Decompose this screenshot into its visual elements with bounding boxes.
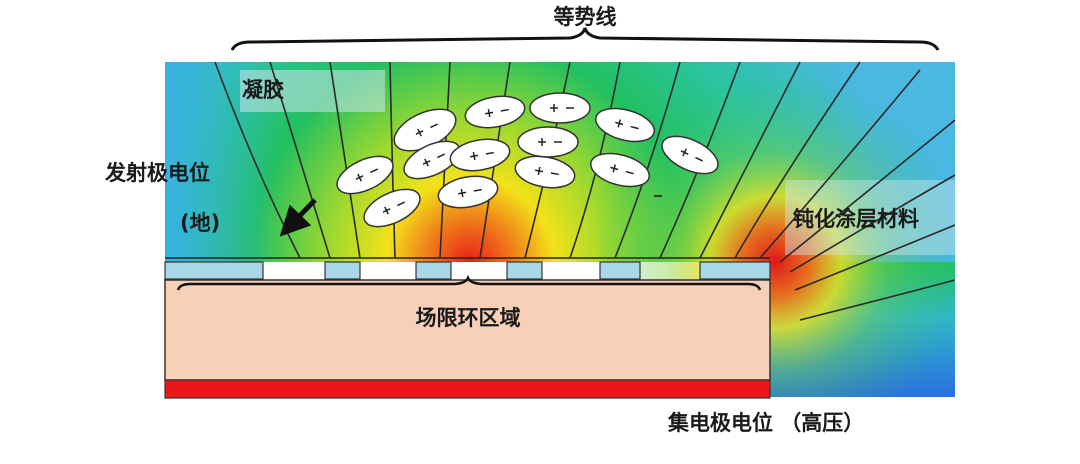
ion-pair: [595, 107, 655, 143]
equipotential-label: 等势线: [554, 5, 617, 29]
gel-label: 凝胶: [242, 78, 284, 102]
ion-pair: [514, 155, 576, 189]
ring-4: [506, 261, 543, 280]
emitter-arrow: [279, 198, 317, 237]
field-ring-region-label: 场限环区域: [416, 306, 521, 330]
ion-pair: [363, 188, 421, 228]
ion-pair: [517, 126, 579, 158]
ion-pair: [336, 155, 394, 195]
ion-pairs: [336, 92, 719, 228]
ion-pair: [449, 138, 511, 172]
equipotential-brace: [230, 27, 940, 51]
ion-pair: [464, 95, 526, 129]
ion-pair: [529, 92, 591, 124]
ring-1: [164, 261, 264, 280]
ion-pair: [590, 152, 650, 188]
emitter-ground-label: (地): [180, 211, 220, 235]
substrate: [164, 279, 771, 381]
ring-5: [599, 261, 641, 280]
ion-pair: [437, 175, 499, 209]
ring-2: [324, 261, 361, 280]
collector-electrode: [164, 379, 771, 399]
collector-potential-label: 集电极电位 （高压）: [667, 411, 864, 435]
field-limiting-rings: [164, 261, 771, 280]
ring-3: [415, 261, 452, 280]
emitter-potential-label: 发射极电位: [104, 161, 210, 185]
passivation-coating-label: 钝化涂层材料: [793, 207, 919, 231]
ion-pair: [661, 135, 719, 175]
ring-6: [699, 261, 771, 280]
ring-region-brace: [176, 274, 762, 291]
